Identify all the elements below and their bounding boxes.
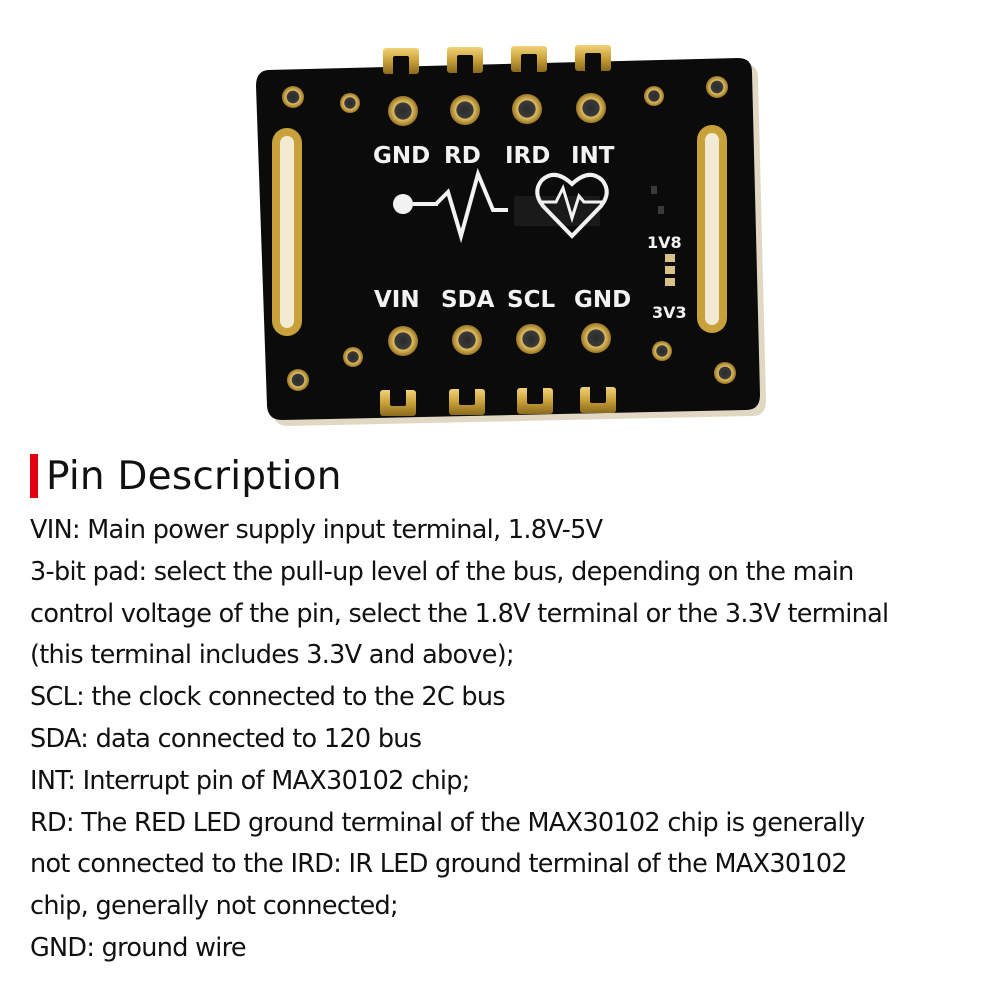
desc-line-int: INT: Interrupt pin of MAX30102 chip;	[30, 765, 470, 796]
desc-line-sda: SDA: data connected to 120 bus	[30, 723, 422, 754]
mount-holes	[282, 76, 736, 391]
silk-top-ird: IRD	[505, 143, 550, 169]
silk-top-int: INT	[571, 143, 615, 169]
sensor-window	[514, 196, 600, 226]
silk-bottom-gnd: GND	[574, 287, 631, 313]
smd-part	[658, 206, 664, 214]
board-svg: GND RD IRD INT VIN SDA SCL GND 1V8 3V3	[256, 45, 766, 426]
desc-line-pad: 3-bit pad: select the pull-up level of t…	[30, 556, 854, 587]
side-slots	[272, 125, 727, 336]
desc-line-ird: not connected to the IRD: IR LED ground …	[30, 849, 848, 880]
pcb-body	[256, 58, 760, 420]
desc-line-vin: VIN: Main power supply input terminal, 1…	[30, 515, 603, 545]
top-edge-pads	[383, 45, 611, 76]
silk-bottom-scl: SCL	[507, 287, 555, 313]
bottom-pin-holes	[388, 323, 611, 356]
silk-top-gnd: GND	[373, 143, 430, 169]
section-heading: Pin Description	[30, 446, 342, 506]
pin-description-text: VIN: Main power supply input terminal, 1…	[30, 510, 985, 970]
desc-line-rd: RD: The RED LED ground terminal of the M…	[30, 807, 865, 838]
heart-pulse-icon	[535, 172, 609, 239]
bottom-edge-pads	[380, 381, 616, 416]
silk-bottom-sda: SDA	[441, 287, 495, 313]
heading-accent-bar	[30, 454, 38, 498]
silk-top-rd: RD	[444, 143, 481, 169]
silk-3v3: 3V3	[652, 303, 687, 322]
desc-line-pad-note: (this terminal includes 3.3V and above);	[30, 640, 515, 671]
top-pin-holes	[388, 93, 606, 126]
pulse-wave-icon	[434, 167, 508, 244]
silk-bottom-vin: VIN	[374, 287, 420, 313]
sensor-dot-icon	[393, 194, 438, 214]
smd-part	[651, 186, 657, 194]
silk-1v8: 1V8	[647, 233, 682, 252]
solder-jumper-pads	[665, 254, 675, 286]
desc-line-gnd: GND: ground wire	[30, 932, 247, 963]
desc-line-scl: SCL: the clock connected to the 2C bus	[30, 682, 506, 713]
desc-line-ird-cont: chip, generally not connected;	[30, 891, 399, 922]
desc-line-pad-cont: control voltage of the pin, select the 1…	[30, 598, 889, 629]
sensor-board-image: GND RD IRD INT VIN SDA SCL GND 1V8 3V3	[0, 0, 1000, 430]
section-title: Pin Description	[46, 453, 342, 499]
